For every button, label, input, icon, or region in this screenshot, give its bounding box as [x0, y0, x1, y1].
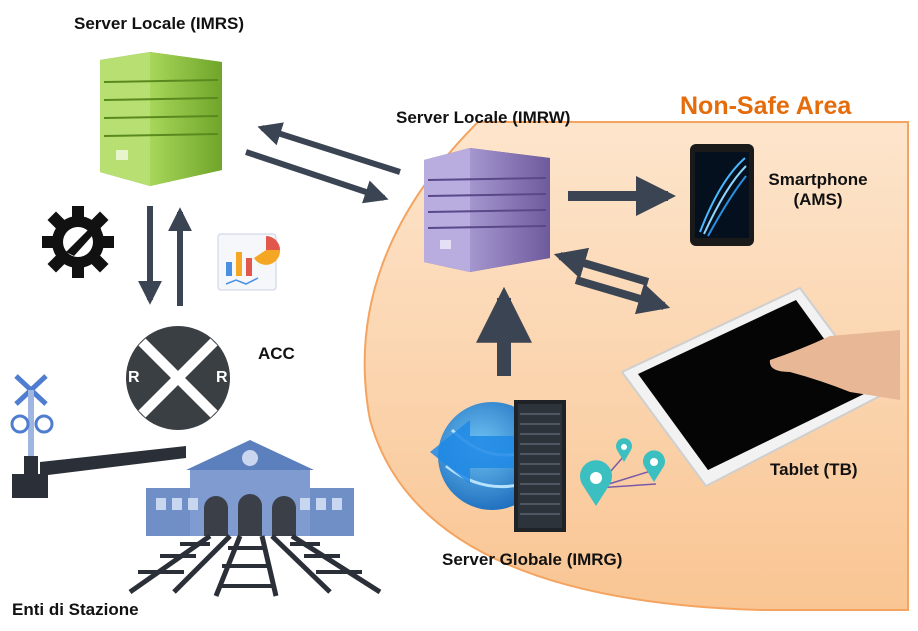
level-crossing-icon [10, 374, 186, 498]
arrows-imrs-acc [138, 206, 192, 306]
gear-wrench-icon [42, 206, 114, 278]
imrs-label: Server Locale (IMRS) [74, 14, 245, 33]
imrg-label: Server Globale (IMRG) [442, 550, 623, 569]
acc-label: ACC [258, 344, 295, 363]
map-pins-icon [580, 438, 665, 506]
acc-badge-right: R [216, 369, 228, 386]
tablet-icon [620, 286, 900, 488]
smartphone-label-line2: (AMS) [793, 190, 843, 209]
smartphone-label-line1: Smartphone [768, 170, 868, 189]
imrw-label: Server Locale (IMRW) [396, 108, 571, 127]
tablet-label: Tablet (TB) [770, 460, 858, 479]
imrs-server-icon [100, 52, 222, 186]
arrows-imrw-tablet [553, 247, 671, 315]
arrows-imrs-imrw [245, 122, 401, 204]
acc-icon [126, 326, 230, 430]
imrg-rack-icon [514, 400, 566, 532]
imrw-server-icon [424, 148, 550, 272]
smartphone-icon [690, 144, 754, 246]
analytics-chart-icon [217, 233, 281, 291]
smartphone-label: Smartphone (AMS) [766, 170, 870, 210]
railway-tracks-icon [128, 533, 382, 597]
non-safe-area-title: Non-Safe Area [680, 92, 852, 120]
enti-di-stazione-label: Enti di Stazione [12, 600, 139, 619]
acc-badge-left: R [128, 369, 140, 386]
station-building-icon [146, 440, 354, 536]
